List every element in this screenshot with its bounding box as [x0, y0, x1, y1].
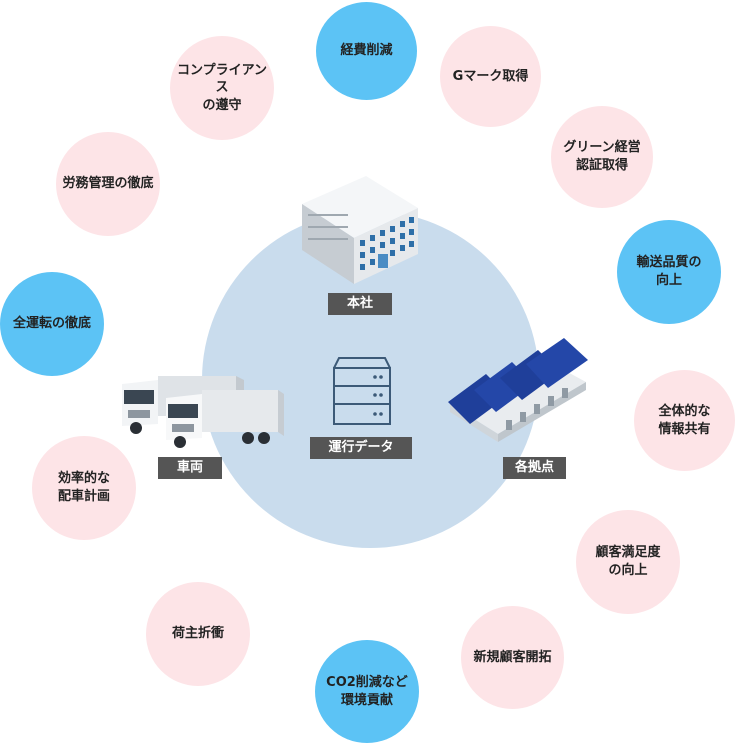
- bubble-labor-management: 労務管理の徹底: [56, 132, 160, 236]
- bubble-co2-reduction: CO2削減など 環境貢献: [315, 640, 419, 743]
- data-label: 運行データ: [310, 437, 412, 459]
- warehouse-icon: [448, 338, 588, 442]
- office-building-icon: [302, 176, 418, 284]
- bubble-compliance: コンプライアンス の遵守: [170, 36, 274, 140]
- bubble-dispatch-planning: 効率的な 配車計画: [32, 436, 136, 540]
- branches-label: 各拠点: [503, 457, 566, 479]
- bubble-g-mark: Gマーク取得: [440, 26, 541, 127]
- bubble-info-sharing: 全体的な 情報共有: [634, 370, 735, 471]
- server-icon: [333, 357, 391, 425]
- bubble-new-customers: 新規顧客開拓: [461, 606, 564, 709]
- bubble-green-management: グリーン経営 認証取得: [551, 106, 653, 208]
- bubble-cost-reduction: 経費削減: [316, 2, 417, 100]
- truck-icon: [122, 376, 284, 448]
- bubble-safe-driving: 全運転の徹底: [0, 272, 104, 376]
- vehicles-label: 車両: [158, 457, 222, 479]
- hq-label: 本社: [328, 293, 392, 315]
- bubble-shipper-negotiation: 荷主折衝: [146, 582, 250, 686]
- bubble-customer-satisfaction: 顧客満足度 の向上: [576, 510, 680, 614]
- bubble-transport-quality: 輸送品質の 向上: [617, 220, 721, 324]
